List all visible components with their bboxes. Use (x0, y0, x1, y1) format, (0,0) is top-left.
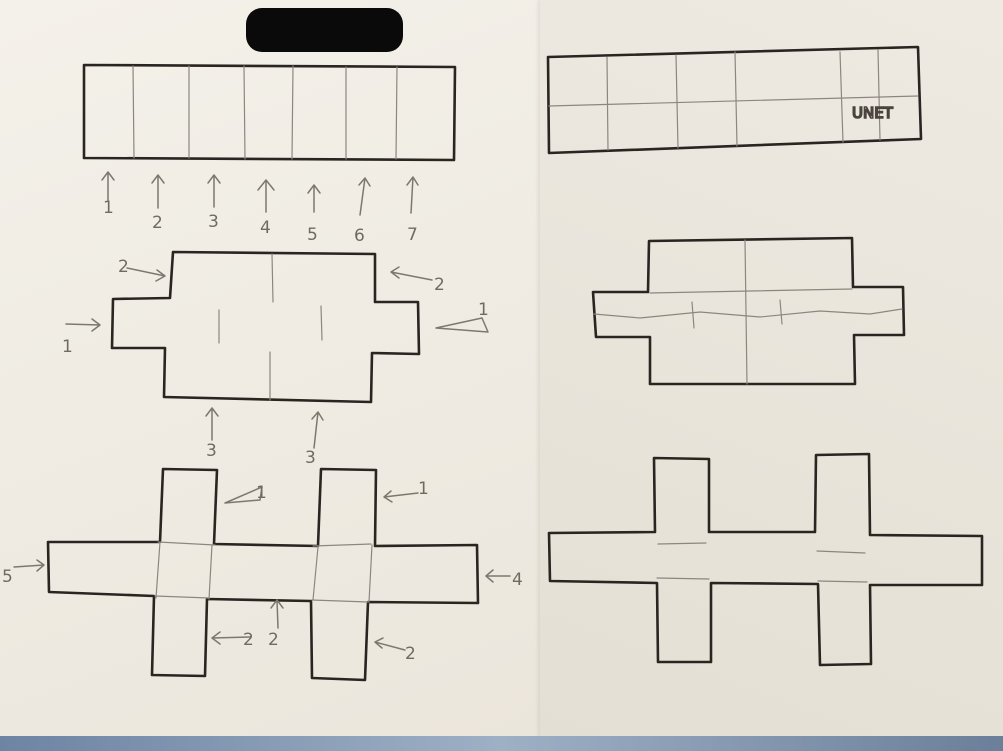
strip-label-1: 1 (103, 198, 114, 218)
dc-label-bottom-right-arm: 2 (405, 644, 416, 664)
strip-labels: 1 2 3 4 5 6 7 (103, 198, 418, 246)
dc-label-bottom-mid: 2 (268, 630, 279, 650)
strip-scribble: UNET (852, 104, 894, 122)
strip-arrows (102, 172, 418, 215)
dc-label-top-right-arm: 1 (418, 479, 429, 499)
strip-label-3: 3 (208, 212, 219, 232)
cross-label-top-left: 2 (118, 257, 129, 277)
strip-label-7: 7 (407, 225, 418, 245)
dc-label-left: 5 (2, 567, 13, 587)
cross-label-bottom-right: 3 (305, 448, 316, 468)
left-strip (84, 65, 455, 160)
strip-label-2: 2 (152, 213, 163, 233)
cross-labels: 2 2 1 1 3 3 (62, 257, 489, 468)
right-strip: UNET (548, 47, 921, 153)
cross-label-top-right: 2 (434, 275, 445, 295)
cross-label-right: 1 (478, 300, 489, 320)
strip-label-4: 4 (260, 218, 271, 238)
strip-label-5: 5 (307, 225, 318, 245)
dc-label-bottom-left-arm: 2 (243, 630, 254, 650)
cross-arrows (66, 267, 488, 448)
right-double-cross-shape (549, 454, 982, 665)
cross-label-bottom-left: 3 (206, 441, 217, 461)
dc-label-top-left-arm: 1 (256, 483, 267, 503)
strip-label-6: 6 (354, 226, 365, 246)
right-cross-shape (593, 238, 904, 384)
double-cross-arrows (14, 487, 510, 650)
cross-label-left: 1 (62, 337, 73, 357)
dc-label-right: 4 (512, 570, 523, 590)
double-cross-labels: 1 1 5 4 2 2 2 (2, 479, 523, 664)
